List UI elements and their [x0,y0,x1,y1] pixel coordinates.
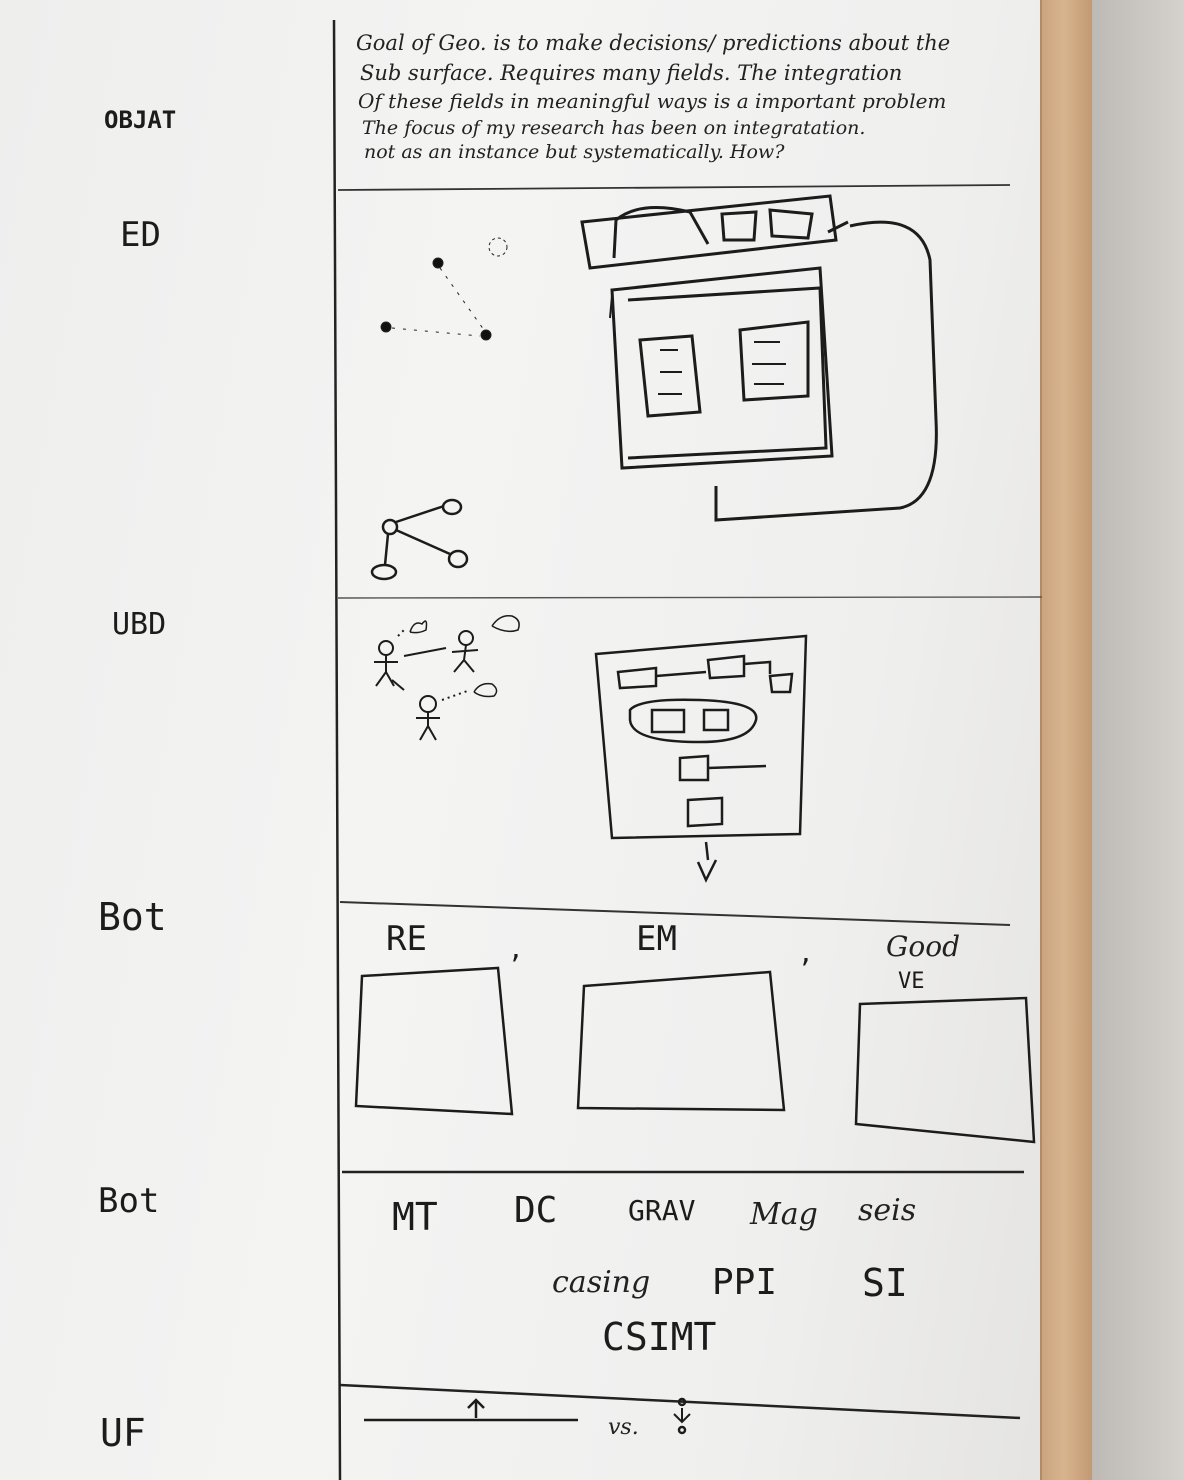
ed-dot-network [380,237,508,341]
term-dc: DC [514,1190,557,1231]
label-vs: vs. [608,1415,639,1440]
uf-sketch [364,1397,691,1435]
label-ed: ED [120,215,161,255]
comma-1: , [508,935,524,965]
panel-em [576,970,786,1112]
ubd-flow-sketch [594,634,808,883]
vertical-divider [332,19,342,1480]
panel-re [354,966,514,1116]
ubd-people-sketch [374,614,520,741]
goal-line-3: Of these fields in meaningful ways is a … [358,89,946,113]
ed-graph-sketch [370,498,469,581]
term-ppi: PPI [712,1262,777,1303]
goal-text: Goal of Geo. is to make decisions/ predi… [356,31,950,163]
wall [1092,0,1184,1480]
label-bot-1: Bot [98,895,167,939]
bot2-terms: MT DC GRAV Mag seis casing PPI SI CSIMT [392,1190,916,1359]
term-casing: casing [552,1265,650,1300]
term-mt: MT [392,1195,438,1239]
panel-good-ve [854,996,1036,1144]
label-em: EM [636,919,677,959]
goal-line-4: The focus of my research has been on int… [362,117,865,139]
board-frame [1040,0,1092,1480]
term-mag: Mag [749,1197,818,1232]
bot1-panels [354,966,1036,1144]
goal-line-2: Sub surface. Requires many fields. The i… [360,61,902,85]
label-uf: UF [100,1411,146,1455]
divider-2 [337,596,1043,599]
label-good: Good [886,930,960,963]
term-seis: seis [858,1193,916,1228]
term-grav: GRAV [628,1194,696,1227]
goal-line-1: Goal of Geo. is to make decisions/ predi… [356,31,950,55]
label-ubd: UBD [112,607,166,642]
label-objat: OBJAT [104,106,176,134]
label-re: RE [386,919,427,959]
ed-window-sketch [580,194,938,522]
divider-1 [337,184,1011,191]
label-bot-2: Bot [98,1181,159,1221]
divider-3 [339,901,1011,926]
goal-line-5: not as an instance but systematically. H… [364,141,785,163]
comma-2: , [798,939,814,969]
whiteboard [0,0,1062,1480]
label-ve: VE [898,969,925,994]
term-si: SI [862,1261,908,1305]
term-csimt: CSIMT [602,1315,716,1359]
